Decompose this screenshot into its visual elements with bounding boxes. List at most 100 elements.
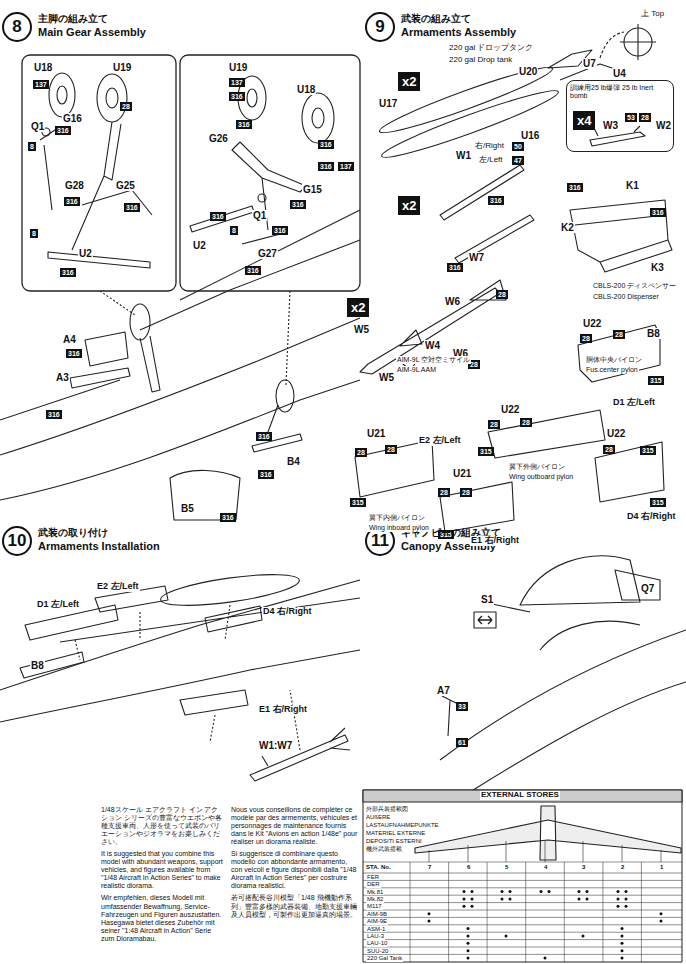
note-text: 1/48スケール エアクラフト イン アクション シリーズの豊富なウエポンや各種… bbox=[100, 806, 224, 846]
callout-text: x4 bbox=[577, 114, 591, 127]
table-cell: 6 bbox=[466, 864, 471, 871]
step-title: Main Gear Assembly bbox=[38, 25, 146, 39]
callout-text: x2 bbox=[402, 75, 416, 88]
part-label: W4 bbox=[424, 340, 441, 351]
paint-callout: 315 bbox=[650, 498, 666, 507]
callout-text: 28 bbox=[498, 291, 506, 298]
paint-callout: 28 bbox=[438, 488, 450, 497]
caption: 右/Right bbox=[474, 142, 505, 151]
quantity-box: x2 bbox=[398, 72, 420, 91]
callout-text: 28 bbox=[615, 331, 623, 338]
part-label: E2 左/Left bbox=[96, 582, 140, 592]
part-label: D4 右/Right bbox=[626, 512, 677, 522]
paint-callout: 61 bbox=[456, 738, 468, 747]
callout-text: 316 bbox=[212, 213, 224, 220]
callout-text: 28 bbox=[440, 489, 448, 496]
paint-callout: 316 bbox=[229, 92, 245, 101]
part-label: U17 bbox=[378, 98, 398, 109]
step-title: 武装の組み立て bbox=[401, 12, 516, 25]
callout-text: 316 bbox=[449, 264, 461, 271]
table-cell: M117 bbox=[366, 903, 383, 910]
step-header: 8主脚の組み立てMain Gear Assembly bbox=[2, 12, 146, 40]
paint-callout: 316 bbox=[220, 513, 236, 522]
callout-text: 315 bbox=[480, 448, 492, 455]
inert-bomb-box: 訓練用25 lb爆弾 25 lb Inert bombx45328 bbox=[566, 80, 674, 152]
step-number: 9 bbox=[365, 12, 395, 42]
part-label: E2 左/Left bbox=[418, 436, 462, 446]
callout-text: 50 bbox=[514, 143, 522, 150]
part-label: U7 bbox=[582, 58, 597, 69]
paint-callout: 28 bbox=[120, 102, 132, 111]
callout-text: 316 bbox=[569, 184, 581, 191]
table-cell: LAU-3 bbox=[366, 933, 385, 940]
callout-text: 28 bbox=[357, 449, 365, 456]
part-label: B8 bbox=[646, 328, 661, 339]
paint-callout: 316 bbox=[64, 197, 80, 206]
paint-callout: 316 bbox=[318, 162, 334, 171]
table-title: AUßERE bbox=[365, 814, 391, 821]
table-cell: FER bbox=[366, 874, 380, 881]
part-label: W2 bbox=[655, 120, 672, 131]
note-text: Wir empfehlen, dieses Modell mit umfasse… bbox=[100, 894, 224, 942]
paint-callout: 50 bbox=[512, 142, 524, 151]
callout-text: 316 bbox=[66, 198, 78, 205]
step-title: 主脚の組み立て bbox=[38, 12, 146, 25]
part-label: U18 bbox=[296, 84, 316, 95]
part-label: K2 bbox=[560, 222, 575, 233]
caption: Wing inboard pylon bbox=[368, 524, 430, 532]
paint-callout: 137 bbox=[33, 80, 49, 89]
part-label: U19 bbox=[112, 62, 132, 73]
callout-text: 316 bbox=[62, 269, 74, 276]
paint-callout: 28 bbox=[580, 334, 592, 343]
table-cell: STA. No. bbox=[365, 864, 392, 871]
part-label: G28 bbox=[64, 180, 85, 191]
callout-text: 28 bbox=[462, 489, 470, 496]
paint-callout: 316 bbox=[55, 126, 71, 135]
paint-callout: 315 bbox=[640, 446, 656, 455]
caption: 220 gal Drop tank bbox=[448, 56, 513, 65]
quantity-box: x2 bbox=[347, 298, 369, 317]
callout-text: 53 bbox=[627, 114, 635, 121]
part-label: G25 bbox=[115, 180, 136, 191]
table-cell: 7 bbox=[427, 864, 432, 871]
callout-text: 316 bbox=[57, 127, 69, 134]
paint-callout: 316 bbox=[290, 200, 306, 209]
step-header: 10武装の取り付けArmaments Installation bbox=[2, 526, 160, 554]
table-cell: 5 bbox=[504, 864, 509, 871]
caption: Fus.center pylon bbox=[585, 366, 639, 374]
table-title: LASTAUFNAHMEPUNKTE bbox=[365, 822, 440, 829]
part-label: K3 bbox=[650, 262, 665, 273]
paint-callout: 28 bbox=[385, 445, 397, 454]
callout-text: 137 bbox=[231, 79, 243, 86]
caption: 胴体中央パイロン bbox=[585, 356, 643, 364]
table-title: EXTERNAL STORES bbox=[480, 791, 560, 800]
callout-text: 28 bbox=[605, 446, 613, 453]
callout-text: 316 bbox=[292, 201, 304, 208]
paint-callout: 316 bbox=[245, 266, 261, 275]
part-label: W3 bbox=[602, 120, 619, 131]
part-label: U2 bbox=[192, 240, 207, 251]
table-cell: ASM-1 bbox=[366, 926, 386, 933]
paint-callout: 316 bbox=[236, 120, 252, 129]
table-cell: AIM-9B bbox=[366, 911, 388, 918]
table-title: DEPOSITI ESTERNI bbox=[365, 838, 423, 845]
paint-callout: 28 bbox=[460, 488, 472, 497]
part-label: D4 右/Right bbox=[262, 607, 313, 617]
part-label: U19 bbox=[228, 62, 248, 73]
part-label: B4 bbox=[286, 456, 301, 467]
part-label: U18 bbox=[33, 62, 53, 73]
table-cell: SUU-20 bbox=[366, 948, 389, 955]
caption: Wing outboard pylon bbox=[508, 473, 574, 481]
part-label: W5 bbox=[378, 372, 395, 383]
step-header: 9武装の組み立てArmaments Assembly bbox=[365, 12, 516, 40]
paint-callout: 137 bbox=[229, 78, 245, 87]
part-label: U4 bbox=[612, 68, 627, 79]
callout-text: 315 bbox=[352, 499, 364, 506]
paint-callout: 315 bbox=[350, 498, 366, 507]
callout-text: 316 bbox=[48, 411, 60, 418]
callout-text: 28 bbox=[522, 419, 530, 426]
part-label: U21 bbox=[366, 428, 386, 439]
callout-text: 8 bbox=[232, 227, 236, 234]
paint-callout: 28 bbox=[496, 290, 508, 299]
callout-text: 315 bbox=[642, 447, 654, 454]
